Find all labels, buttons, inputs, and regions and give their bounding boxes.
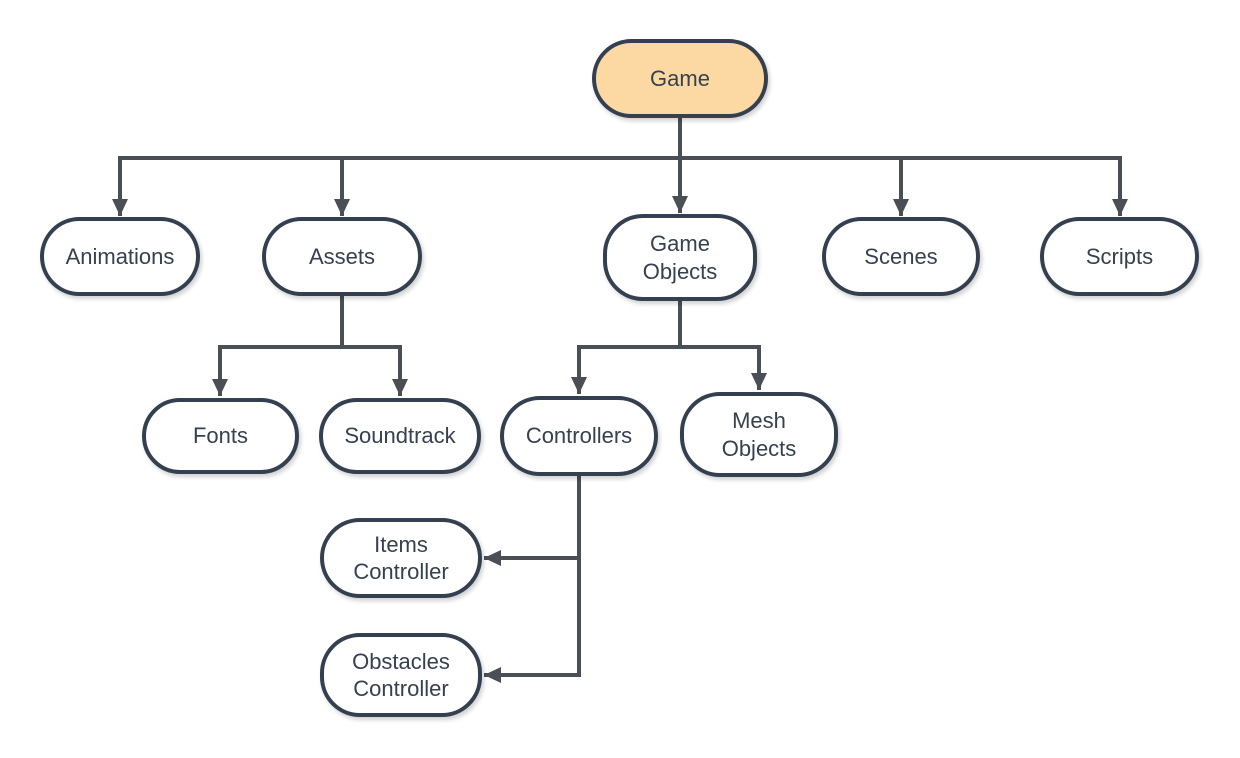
node-label-scripts: Scripts	[1085, 243, 1154, 269]
node-obstacles-controller: Obstacles Controller	[320, 633, 482, 717]
node-label-fonts: Fonts	[192, 423, 249, 449]
node-label-game: Game	[650, 65, 710, 91]
node-fonts: Fonts	[142, 398, 299, 474]
node-animations: Animations	[40, 217, 200, 296]
node-label-assets: Assets	[308, 243, 376, 269]
node-label-obstacles-controller: Obstacles Controller	[352, 648, 450, 702]
node-assets: Assets	[262, 217, 422, 296]
node-mesh-objects: Mesh Objects	[680, 392, 838, 477]
node-label-game-objects: Game Objects	[642, 231, 718, 284]
node-game: Game	[592, 39, 768, 118]
node-label-controllers: Controllers	[525, 423, 633, 449]
node-scenes: Scenes	[822, 217, 980, 296]
node-controllers: Controllers	[500, 396, 658, 476]
node-scripts: Scripts	[1040, 217, 1199, 296]
node-label-items-controller: Items Controller	[353, 531, 449, 585]
node-label-mesh-objects: Mesh Objects	[721, 408, 797, 461]
node-soundtrack: Soundtrack	[319, 398, 481, 474]
node-label-animations: Animations	[65, 243, 175, 269]
node-label-soundtrack: Soundtrack	[344, 423, 456, 449]
node-items-controller: Items Controller	[320, 518, 482, 598]
node-game-objects: Game Objects	[603, 214, 757, 301]
node-label-scenes: Scenes	[864, 243, 938, 269]
